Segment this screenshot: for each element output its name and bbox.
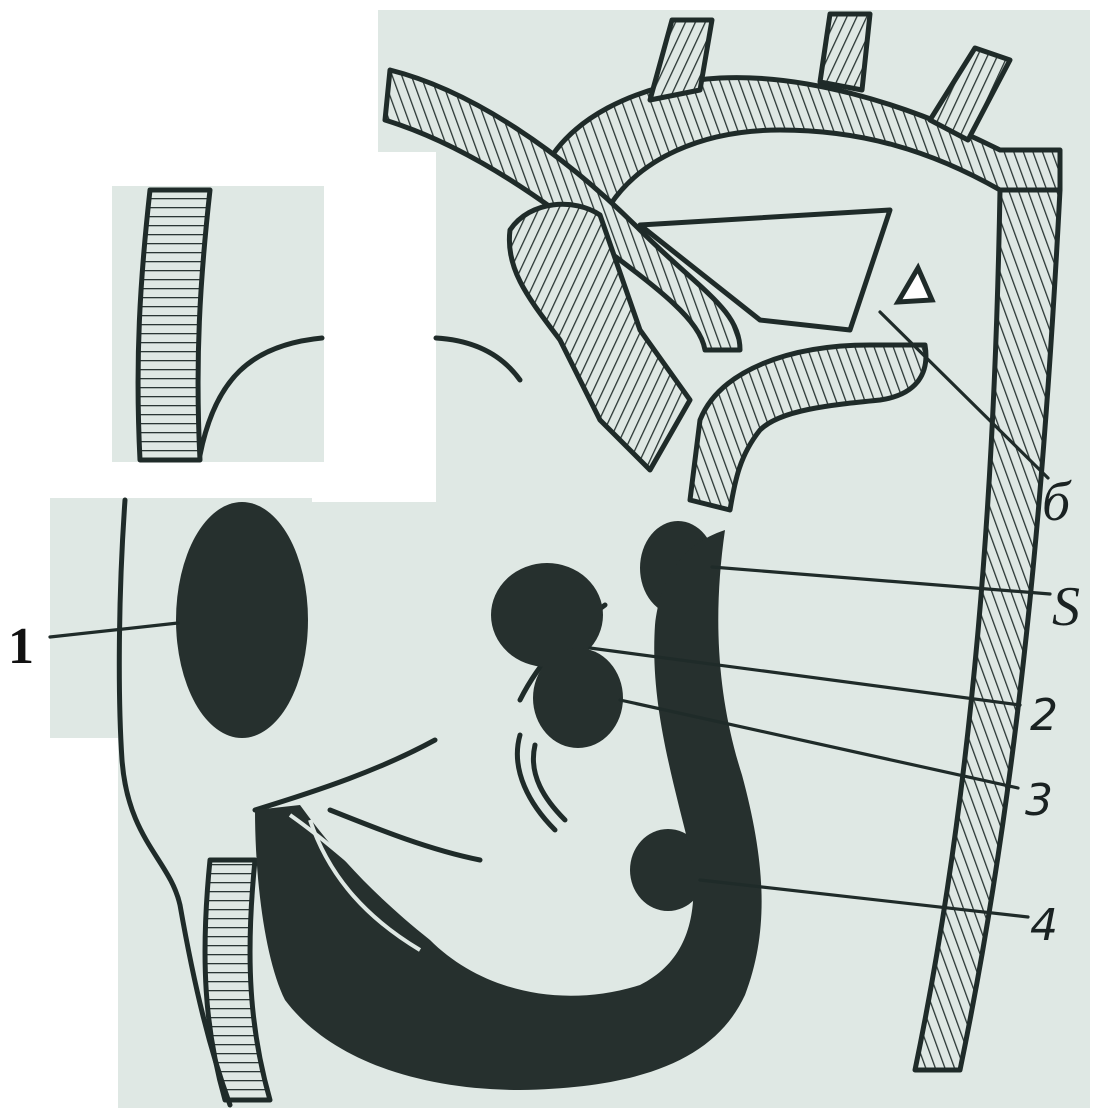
label-b: б: [1042, 471, 1072, 533]
label-2: 2: [1030, 690, 1058, 741]
carotid-branch: [820, 14, 870, 90]
label-3: 3: [1025, 775, 1053, 826]
label-1: 1: [8, 618, 34, 675]
sinoatrial-node: [176, 502, 308, 738]
node-3: [533, 648, 623, 748]
label-s: S: [1052, 576, 1080, 638]
label-4: 4: [1030, 900, 1058, 951]
right-atrium-wall-upper: [138, 190, 210, 460]
